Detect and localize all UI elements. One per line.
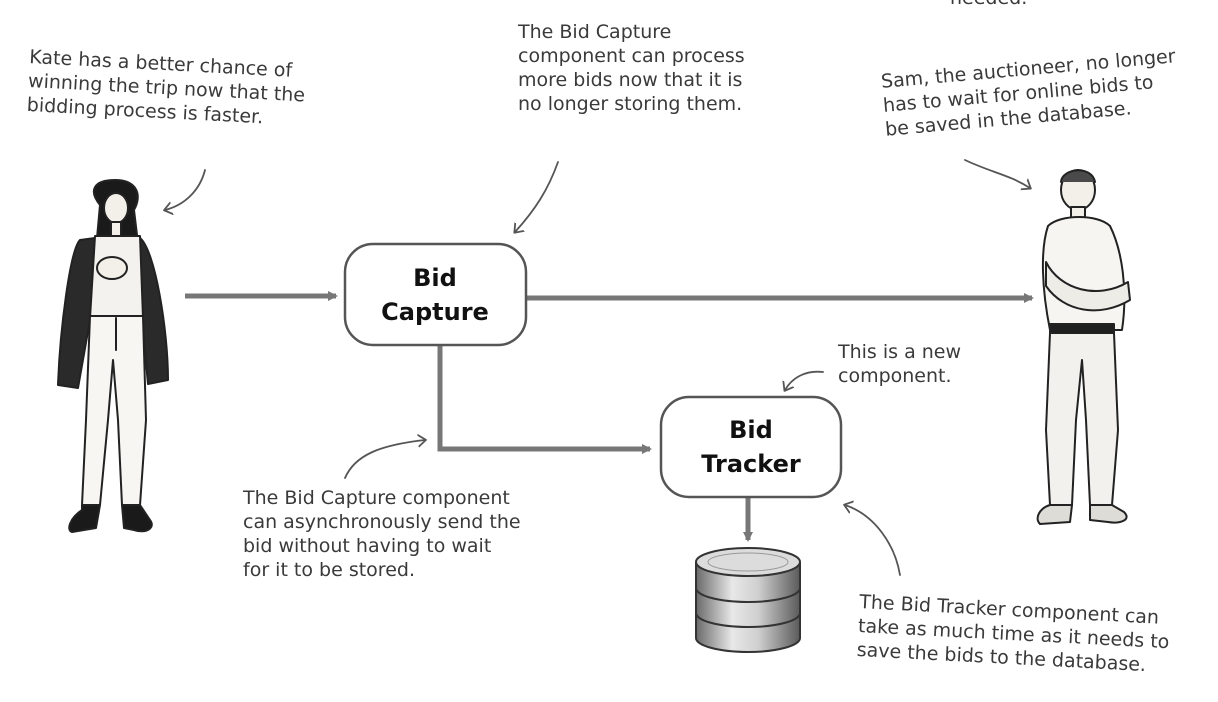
- async-annotation-line: The Bid Capture component: [243, 487, 510, 509]
- capture-note-pointer: [515, 161, 559, 232]
- new-component-annotation: This is a new component.: [838, 340, 961, 388]
- async-note-pointer: [344, 440, 425, 479]
- bid-tracker-label-line2: Tracker: [701, 450, 801, 478]
- bid-capture-annotation-line: no longer storing them.: [518, 93, 743, 115]
- arrow-capture-to-tracker: [437, 345, 652, 454]
- bid-capture-label-line1: Bid: [413, 264, 457, 292]
- async-annotation: The Bid Capture component can asynchrono…: [243, 486, 521, 582]
- top-cut-line: needed.: [950, 0, 1027, 10]
- async-annotation-line: can asynchronously send the: [243, 511, 521, 533]
- tracker-note-pointer: [845, 505, 901, 576]
- annotation-pointers: [165, 159, 1030, 576]
- database-icon: [695, 547, 801, 653]
- new-component-annotation-line: component.: [838, 365, 952, 387]
- bid-capture-annotation-line: component can process: [518, 45, 745, 67]
- bid-capture-annotation-line: The Bid Capture: [518, 21, 672, 43]
- kate-figure: [57, 179, 169, 533]
- bid-capture-annotation-line: more bids now that it is: [518, 69, 743, 91]
- bid-capture-node: Bid Capture: [343, 242, 528, 347]
- sam-figure: [1036, 169, 1131, 525]
- bid-capture-label-line2: Capture: [381, 298, 489, 326]
- new-component-pointer: [785, 370, 824, 390]
- async-annotation-line: for it to be stored.: [243, 559, 415, 581]
- kate-note-pointer: [165, 169, 206, 210]
- bid-capture-annotation: The Bid Capture component can process mo…: [518, 20, 745, 116]
- top-cut-note: needed.: [950, 0, 1027, 10]
- bid-tracker-label-line1: Bid: [729, 416, 773, 444]
- flow-arrows: [185, 291, 1034, 542]
- async-annotation-line: bid without having to wait: [243, 535, 492, 557]
- new-component-annotation-line: This is a new: [838, 341, 962, 363]
- bid-tracker-node: Bid Tracker: [659, 395, 843, 499]
- kate-annotation: Kate has a better chance of winning the …: [26, 45, 307, 131]
- sam-note-pointer: [964, 159, 1030, 188]
